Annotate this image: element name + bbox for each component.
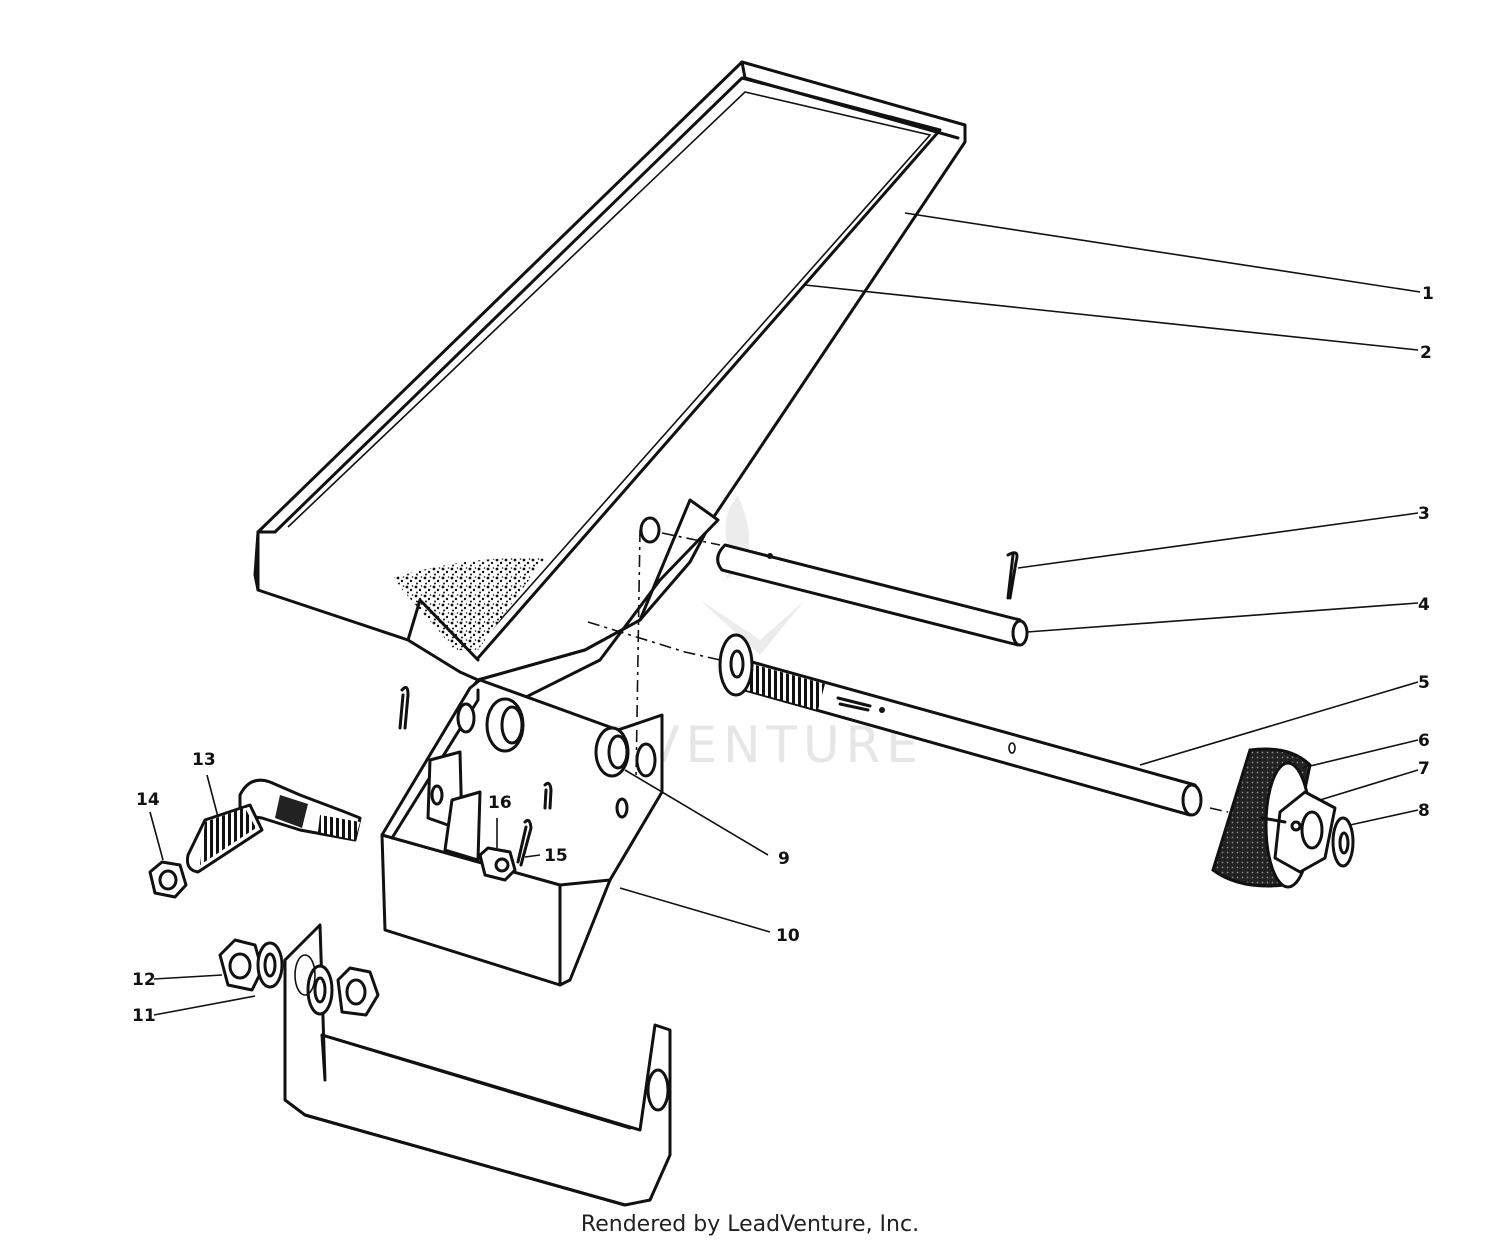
callout-13: 13 — [192, 750, 216, 770]
pedal-part-1 — [253, 60, 1421, 722]
centerline-wheel — [1209, 807, 1229, 813]
washer-part-8 — [1331, 809, 1419, 868]
lower-mounting-bracket — [283, 923, 672, 1207]
lock-washer-part-11 — [153, 941, 334, 1016]
ball-joint-part-13 — [186, 774, 362, 874]
nut-part-16 — [478, 818, 517, 882]
callout-7: 7 — [1418, 759, 1430, 779]
bushing-part-9 — [485, 697, 769, 856]
bracket-part-10 — [380, 678, 771, 987]
callout-2: 2 — [1420, 343, 1432, 363]
watermark-logo-icon — [700, 495, 805, 655]
centerline-bracket — [635, 529, 641, 781]
callout-15: 15 — [544, 846, 568, 866]
callout-14: 14 — [136, 790, 160, 810]
callout-10: 10 — [776, 926, 800, 946]
callout-12: 12 — [132, 970, 156, 990]
cotter-pin-upper — [398, 685, 410, 730]
hex-nut-part-12 — [153, 938, 380, 1017]
cotter-pin-part-3 — [1006, 512, 1419, 600]
washer-rod — [718, 633, 754, 697]
centerline-rod — [587, 621, 721, 661]
callout-1: 1 — [1422, 284, 1434, 304]
callout-9: 9 — [778, 849, 790, 869]
callout-16: 16 — [488, 793, 512, 813]
callout-8: 8 — [1418, 801, 1430, 821]
centerline-pin — [661, 532, 721, 546]
callout-6: 6 — [1418, 731, 1430, 751]
pivot-pin-part-4 — [716, 543, 1419, 647]
threaded-rod-part-5 — [741, 660, 1419, 817]
cotter-pin-part-15 — [516, 781, 553, 867]
callout-4: 4 — [1418, 595, 1430, 615]
hub-part-7 — [1260, 769, 1419, 874]
footer-credit: Rendered by LeadVenture, Inc. — [580, 1212, 920, 1237]
callout-3: 3 — [1418, 504, 1430, 524]
jam-nut-part-14 — [148, 811, 188, 899]
callout-11: 11 — [132, 1006, 156, 1026]
callout-5: 5 — [1418, 673, 1430, 693]
